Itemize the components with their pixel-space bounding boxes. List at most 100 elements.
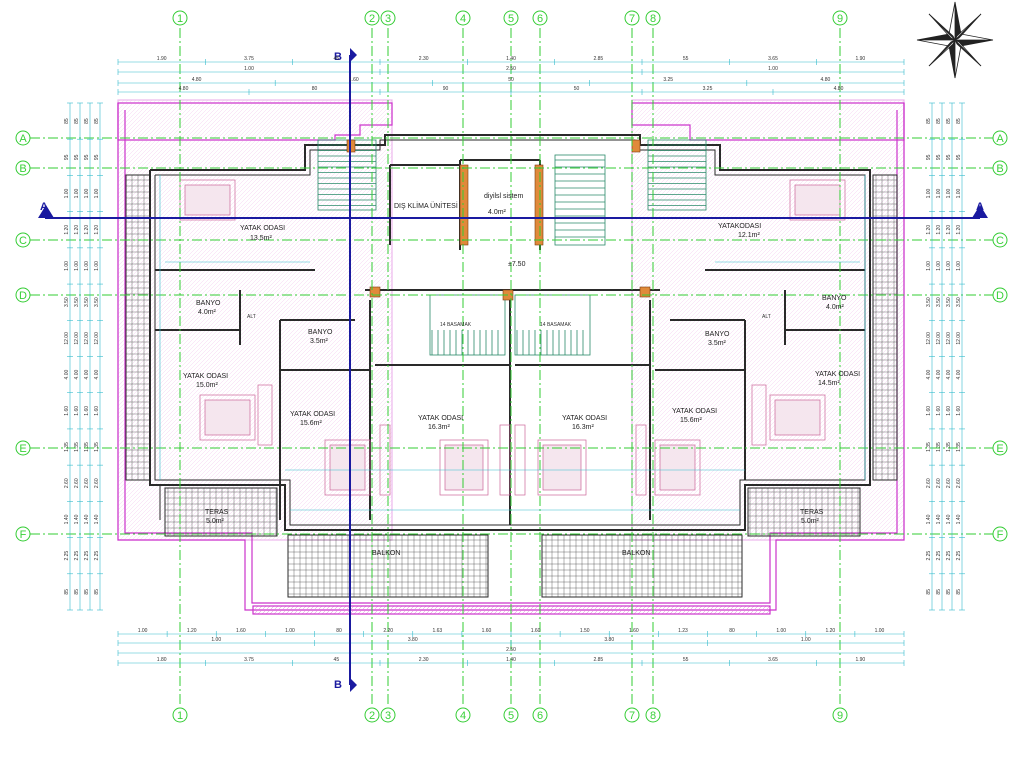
- grid-column-label: 2: [369, 13, 375, 25]
- dimension-text: 3.80: [604, 637, 614, 643]
- dimension-text: 2.25: [64, 551, 70, 561]
- dimension-text: 1.00: [94, 261, 100, 271]
- dimension-text: 50: [574, 86, 580, 92]
- dimension-text: 3.50: [84, 297, 90, 307]
- grid-column-label: 3: [385, 710, 391, 722]
- grid-row-label: B: [19, 163, 26, 175]
- grid-bubble: [15, 440, 31, 456]
- grid-bubble: [992, 160, 1008, 176]
- dimension-text: 2.50: [506, 66, 516, 72]
- grid-row-label: C: [19, 235, 27, 247]
- dimension-text: 3.50: [94, 297, 100, 307]
- dimension-text: 1.20: [825, 628, 835, 634]
- dimension-text: 3.25: [663, 77, 673, 83]
- grid-column-label: 7: [629, 710, 635, 722]
- grid-bubble: [172, 707, 188, 723]
- dimension-text: 1.00: [926, 188, 932, 198]
- grid-column-label: 6: [537, 710, 543, 722]
- grid-row-label: A: [19, 133, 27, 145]
- dimension-text: 85: [74, 118, 80, 124]
- grid-column-label: 2: [369, 710, 375, 722]
- stair-label: 14 BASAMAK: [440, 322, 472, 328]
- grid-row-label: B: [996, 163, 1003, 175]
- dimension-text: 12.00: [946, 332, 952, 345]
- dimension-text: 45: [334, 56, 340, 62]
- dimension-text: 1.35: [946, 442, 952, 452]
- dimension-text: 1.90: [855, 56, 865, 62]
- dimension-text: 1.00: [936, 188, 942, 198]
- dimension-text: 2.25: [946, 551, 952, 561]
- room-name: TERAS: [800, 509, 824, 516]
- dimension-text: 1.00: [84, 261, 90, 271]
- dimension-text: 1.35: [74, 442, 80, 452]
- dimension-text: 2.30: [419, 56, 429, 62]
- grid-column-label: 9: [837, 710, 843, 722]
- dimension-text: 85: [936, 118, 942, 124]
- dimension-text: 1.00: [94, 188, 100, 198]
- dimension-text: 95: [84, 154, 90, 160]
- dimension-text: 1.60: [74, 406, 80, 416]
- grid-bubble: [992, 232, 1008, 248]
- dimension-text: 3.50: [946, 297, 952, 307]
- grid-bubble: [624, 10, 640, 26]
- dimension-text: 95: [946, 154, 952, 160]
- dimension-text: 95: [94, 154, 100, 160]
- room-area: 15.6m²: [300, 420, 322, 427]
- dimension-text: 1.00: [768, 66, 778, 72]
- room-area: 3.5m²: [310, 338, 329, 345]
- grid-row-label: E: [996, 443, 1003, 455]
- dimension-text: 1.35: [936, 442, 942, 452]
- axis-grid: [30, 28, 995, 706]
- room-name: TERAS: [205, 509, 229, 516]
- room-area: 13.5m²: [250, 235, 272, 242]
- grid-bubble: [380, 707, 396, 723]
- grid-bubble: [15, 130, 31, 146]
- dimension-text: 55: [683, 56, 689, 62]
- dimension-text: 85: [94, 589, 100, 595]
- dimension-text: 1.00: [244, 66, 254, 72]
- dimension-text: 2.60: [84, 478, 90, 488]
- room-area: 3.5m²: [708, 340, 727, 347]
- dimension-text: 1.00: [138, 628, 148, 634]
- grid-column-label: 1: [177, 710, 183, 722]
- room-name: DIŞ KLİMA ÜNİTESİ: [394, 201, 458, 210]
- dimension-text: 1.23: [678, 628, 688, 634]
- dimension-text: 85: [94, 118, 100, 124]
- room-name: BALKON: [622, 550, 650, 557]
- small-room-label: ALT: [247, 314, 256, 320]
- dimension-text: 1.00: [285, 628, 295, 634]
- dimension-text: 85: [946, 118, 952, 124]
- dimension-text: 95: [926, 154, 932, 160]
- grid-bubble: [15, 287, 31, 303]
- dimension-text: 1.60: [64, 406, 70, 416]
- room-name: YATAK ODASI: [672, 408, 717, 415]
- dimension-text: 12.00: [936, 332, 942, 345]
- dimension-text: 95: [956, 154, 962, 160]
- dimension-text: 85: [64, 118, 70, 124]
- dimension-text: 85: [946, 589, 952, 595]
- dimension-text: 1.40: [936, 514, 942, 524]
- section-a-left-label: A: [40, 201, 48, 213]
- dimension-text: 2.60: [94, 478, 100, 488]
- dimension-text: 1.60: [94, 406, 100, 416]
- furniture: [179, 179, 846, 496]
- dimension-text: 45: [334, 657, 340, 663]
- dimension-text: 85: [84, 589, 90, 595]
- dimension-text: 1.40: [94, 514, 100, 524]
- grid-bubble: [832, 707, 848, 723]
- dimension-text: 1.00: [84, 188, 90, 198]
- grid-row-label: D: [996, 290, 1004, 302]
- dimension-text: 1.20: [936, 225, 942, 235]
- dimension-text: 1.40: [956, 514, 962, 524]
- grid-row-label: C: [996, 235, 1004, 247]
- dimension-text: 1.60: [349, 77, 359, 83]
- dimension-text: 3.65: [768, 657, 778, 663]
- dimension-text: 4.00: [926, 370, 932, 380]
- grid-bubble: [645, 707, 661, 723]
- dimension-text: 1.00: [946, 261, 952, 271]
- dimension-text: 1.20: [64, 225, 70, 235]
- dimension-text: 1.00: [946, 188, 952, 198]
- dimension-text: 1.00: [74, 188, 80, 198]
- dimension-lines: [67, 59, 965, 666]
